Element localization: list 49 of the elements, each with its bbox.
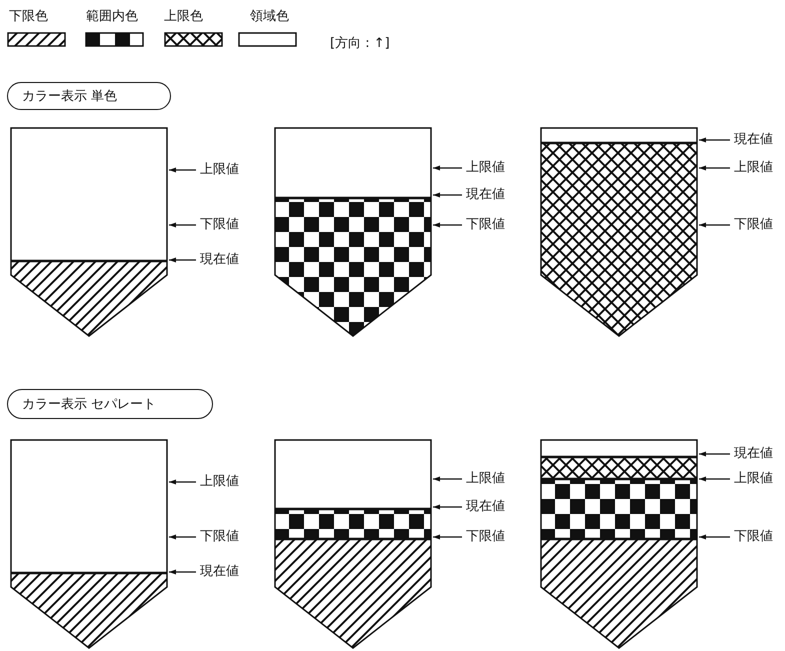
leader-line (699, 138, 730, 142)
leader-line (699, 166, 730, 170)
direction-note: [方向 : ↑] (330, 36, 390, 52)
level-label: 上限値 (734, 160, 773, 176)
level-gauge-drawing (10, 127, 168, 339)
level-label: 現在値 (466, 499, 505, 515)
level-label: 下限値 (200, 529, 239, 545)
leader-line (699, 222, 730, 228)
legend-label: 範囲内色 (86, 9, 138, 25)
leader-line (699, 476, 730, 482)
leader-line (699, 534, 730, 540)
section-heading: カラー表示 単色 (7, 82, 171, 110)
leader-line (169, 480, 196, 484)
level-gauge-drawing (10, 439, 168, 651)
leader-line (169, 258, 196, 262)
level-label: 現在値 (734, 446, 773, 462)
leader-line (169, 168, 196, 172)
level-label: 現在値 (466, 187, 505, 203)
level-label: 下限値 (200, 217, 239, 233)
level-label: 上限値 (466, 471, 505, 487)
level-label: 上限値 (466, 160, 505, 176)
leader-line (433, 534, 462, 540)
section-heading: カラー表示 セパレート (7, 389, 213, 419)
leader-line (169, 222, 196, 228)
level-gauge-drawing (274, 439, 432, 651)
level-gauge-drawing (540, 439, 698, 651)
level-label: 下限値 (734, 529, 773, 545)
level-label: 現在値 (200, 252, 239, 268)
legend-label: 領域色 (250, 9, 289, 25)
leader-line (433, 192, 462, 198)
legend-label: 上限色 (164, 9, 203, 25)
leader-line (699, 452, 730, 456)
leader-line (169, 534, 196, 540)
leader-line (433, 166, 462, 170)
level-gauge-drawing (540, 127, 698, 339)
leader-line (433, 222, 462, 228)
level-label: 上限値 (200, 162, 239, 178)
leader-line (433, 504, 462, 510)
leader-line (433, 476, 462, 482)
level-label: 現在値 (200, 564, 239, 580)
level-label: 下限値 (466, 217, 505, 233)
level-label: 現在値 (734, 132, 773, 148)
leader-line (169, 570, 196, 574)
level-label: 上限値 (734, 471, 773, 487)
legend-label: 下限色 (9, 9, 48, 25)
level-label: 下限値 (466, 529, 505, 545)
level-label: 下限値 (734, 217, 773, 233)
level-label: 上限値 (200, 474, 239, 490)
level-gauge-drawing (274, 127, 432, 339)
